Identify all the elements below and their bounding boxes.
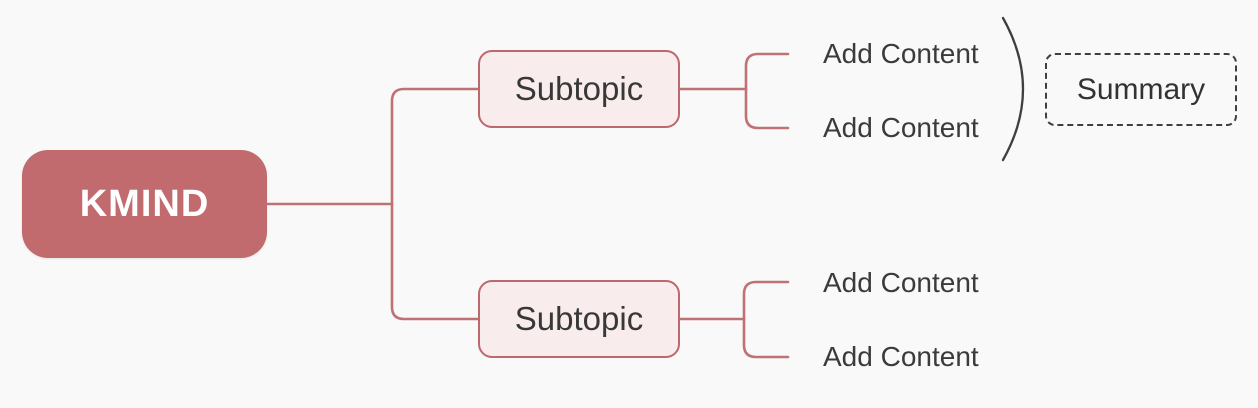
subtopic-1-label: Subtopic bbox=[514, 70, 644, 107]
subtopic-1-child-2-connector bbox=[744, 87, 790, 130]
subtopic-node-1[interactable]: Subtopic bbox=[478, 50, 680, 128]
root-topic-label: KMIND bbox=[79, 182, 210, 225]
subtopic-node-2[interactable]: Subtopic bbox=[478, 280, 680, 358]
root-topic-node[interactable]: KMIND bbox=[22, 150, 267, 258]
add-content-placeholder-4[interactable]: Add Content bbox=[823, 341, 979, 372]
subtopic-1-child-1-connector bbox=[744, 52, 790, 91]
summary-label: Summary bbox=[1076, 72, 1206, 106]
subtopic-2-child-2-connector bbox=[742, 317, 790, 359]
summary-bracket-arc bbox=[1001, 16, 1025, 162]
branch-bottom-connector bbox=[390, 202, 480, 321]
branch-top-connector bbox=[390, 87, 480, 206]
summary-node[interactable]: Summary bbox=[1045, 53, 1237, 126]
add-content-placeholder-3[interactable]: Add Content bbox=[823, 267, 979, 298]
subtopic-2-label: Subtopic bbox=[514, 300, 644, 337]
add-content-placeholder-1[interactable]: Add Content bbox=[823, 38, 979, 69]
subtopic-2-child-1-connector bbox=[742, 280, 790, 321]
add-content-placeholder-2[interactable]: Add Content bbox=[823, 112, 979, 143]
